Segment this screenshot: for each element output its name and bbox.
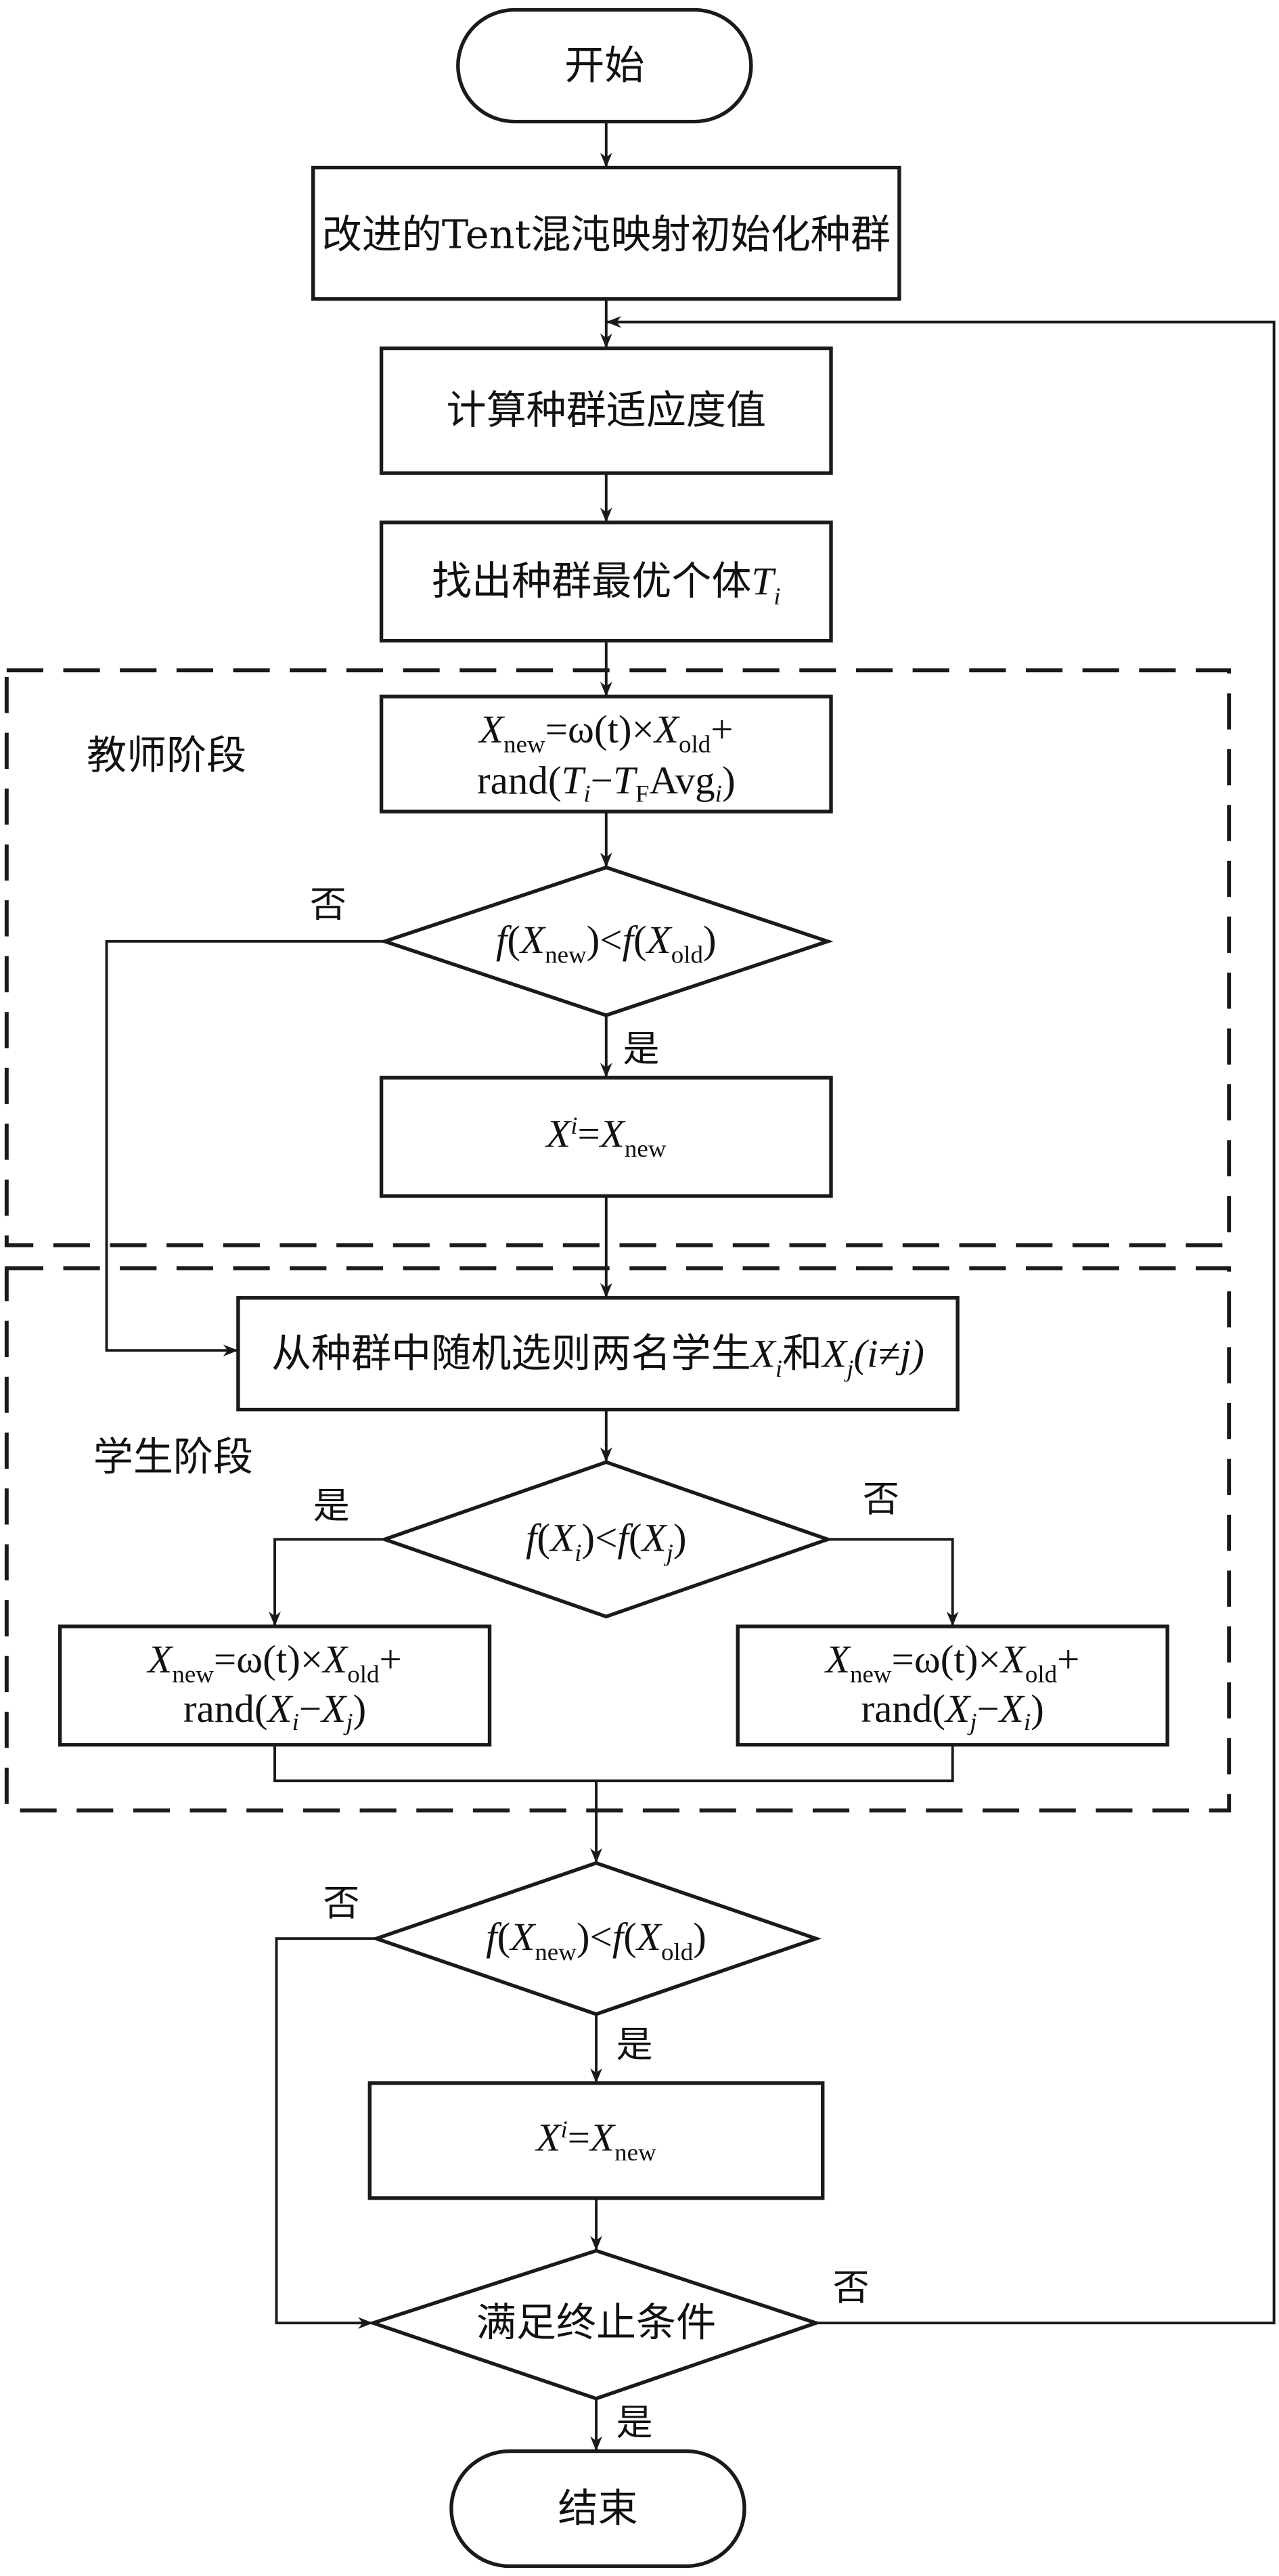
end-label: 结束	[558, 2485, 637, 2531]
teacher-accept-label: Xi=Xnew	[545, 1111, 667, 1162]
edge-student-no	[828, 1538, 959, 1627]
final-yes-label: 是	[616, 2023, 653, 2066]
teacher-phase-label: 教师阶段	[87, 732, 246, 778]
init-label: 改进的Tent混沌映射初始化种群	[322, 212, 891, 258]
edge-student-yes	[269, 1538, 385, 1627]
student-update-yes-box	[58, 1624, 492, 1747]
terminate-decision-label: 满足终止条件	[476, 2300, 716, 2346]
terminate-no-label: 否	[832, 2267, 869, 2309]
final-decision-label: f(Xnew)<f(Xold)	[486, 1915, 706, 1966]
student-decision-diamond	[379, 1460, 834, 1619]
init-box	[311, 165, 901, 301]
student-select-label: 从种群中随机选则两名学生Xi和Xj(i≠j)	[271, 1331, 924, 1382]
student-update-no-line1: Xnew=ω(t)×Xold+	[824, 1637, 1079, 1687]
student-update-yes-line2: rand(Xi−Xj)	[183, 1687, 366, 1735]
teacher-update-line1: Xnew=ω(t)×Xold+	[478, 707, 733, 757]
edge-terminate-loop	[606, 316, 1276, 2325]
fitness-label: 计算种群适应度值	[447, 388, 766, 434]
student-phase-label: 学生阶段	[93, 1434, 253, 1480]
teacher-decision-label: f(Xnew)<f(Xold)	[496, 918, 717, 968]
best-individual-label: 找出种群最优个体Ti	[432, 558, 781, 610]
start-terminal	[456, 7, 753, 124]
student-phase-frame	[4, 1266, 1232, 1813]
edges	[105, 121, 1276, 2451]
start-label: 开始	[564, 43, 644, 89]
student-yes-label: 是	[313, 1484, 350, 1527]
student-update-no-box	[736, 1624, 1169, 1747]
teacher-update-box	[379, 694, 833, 814]
teacher-no-label: 否	[310, 883, 346, 926]
student-no-label: 否	[863, 1478, 899, 1520]
edge-teacher-no	[105, 939, 385, 1356]
final-accept-label: Xi=Xnew	[535, 2115, 656, 2166]
terminate-yes-label: 是	[616, 2401, 653, 2444]
student-decision-label: f(Xi)<f(Xj)	[526, 1516, 687, 1566]
student-update-yes-line1: Xnew=ω(t)×Xold+	[146, 1637, 401, 1687]
teacher-yes-label: 是	[623, 1027, 659, 1070]
student-select-box	[236, 1295, 960, 1412]
end-terminal	[449, 2449, 746, 2569]
student-update-no-line2: rand(Xj−Xi)	[861, 1687, 1044, 1735]
teacher-phase-frame	[4, 668, 1232, 1247]
edge-final-no	[275, 1937, 377, 2329]
edge-student-merge	[273, 1744, 954, 1783]
final-no-label: 否	[323, 1882, 359, 1925]
teacher-update-line2: rand(Ti−TFAvgi)	[477, 759, 736, 807]
teacher-accept-box	[379, 1075, 833, 1198]
